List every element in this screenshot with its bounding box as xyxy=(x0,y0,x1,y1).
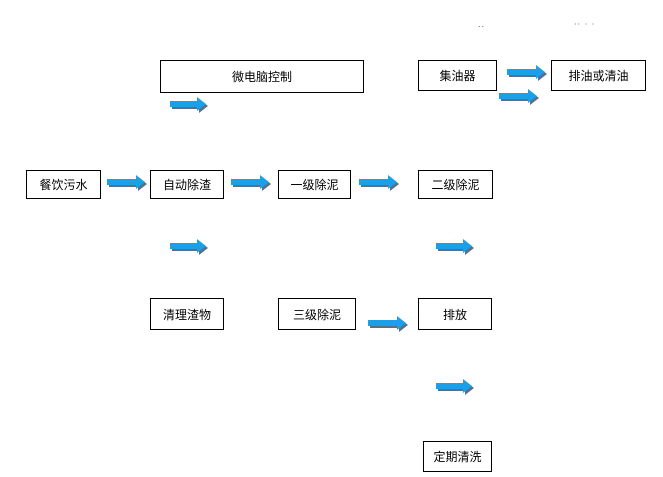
node-discharge-or-clean-oil: 排油或清油 xyxy=(551,60,646,91)
node-discharge: 排放 xyxy=(418,298,492,330)
node-sludge-stage-3: 三级除泥 xyxy=(278,298,356,330)
arrow-control-to-auto xyxy=(170,97,208,113)
node-sludge-stage-2: 二级除泥 xyxy=(418,170,493,199)
node-clean-slag: 清理渣物 xyxy=(150,298,224,330)
node-periodic-cleaning: 定期清洗 xyxy=(423,441,492,472)
arrow-sludge1-to-sludge2 xyxy=(359,175,399,191)
arrow-auto-to-sludge1 xyxy=(231,175,271,191)
arrow-to-discharge-oil-lower xyxy=(499,89,539,105)
arrow-wastewater-to-auto xyxy=(107,175,147,191)
top-mark-left: .. xyxy=(478,20,486,29)
arrow-auto-to-clean-slag xyxy=(170,239,208,255)
node-microcomputer-control: 微电脑控制 xyxy=(160,60,364,93)
node-sludge-stage-1: 一级除泥 xyxy=(278,170,351,199)
top-mark-right: ·· · · xyxy=(574,20,596,29)
arrow-discharge-to-periodic xyxy=(436,379,474,395)
arrow-sludge3-to-discharge xyxy=(368,316,408,332)
node-auto-slag-removal: 自动除渣 xyxy=(150,170,224,199)
node-oil-collector: 集油器 xyxy=(418,60,497,91)
arrow-sludge2-to-discharge xyxy=(436,239,474,255)
arrow-collector-to-discharge-oil xyxy=(507,65,547,81)
node-restaurant-wastewater: 餐饮污水 xyxy=(26,170,101,199)
